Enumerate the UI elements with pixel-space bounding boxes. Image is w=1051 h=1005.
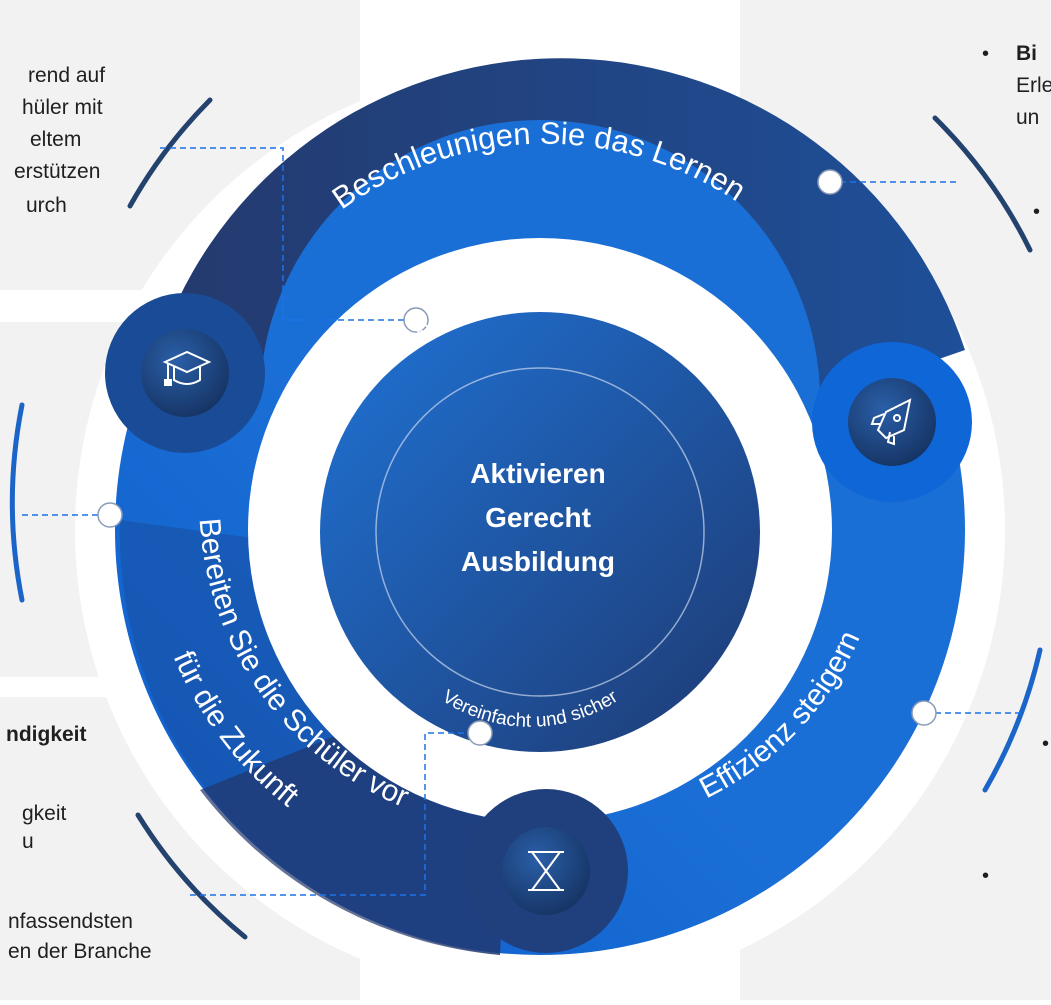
inner-circle	[320, 312, 760, 752]
center-title-line: Aktivieren	[470, 458, 605, 489]
center-title-line: Gerecht	[485, 502, 591, 533]
left-bottom-text-4: en der Branche	[8, 940, 152, 963]
right-icon-badge	[812, 342, 972, 502]
inner-thin-ring	[375, 367, 705, 697]
bottom-icon-badge	[464, 789, 628, 953]
left-bottom-heading: ndigkeit	[6, 723, 87, 746]
right-top-text-2: un	[1016, 106, 1040, 129]
accent-arcs	[9, 97, 1043, 940]
left-bottom-text-1: gkeit	[22, 802, 67, 825]
center-title-line: Ausbildung	[461, 546, 615, 577]
left-bottom-text-3: nfassendsten	[8, 910, 133, 933]
left-top-text-3: eltem	[30, 128, 82, 151]
hourglass-icon	[528, 851, 564, 891]
graduation-cap-icon	[162, 350, 212, 386]
left-top-text-2: hüler mit	[22, 96, 103, 119]
top-segment	[165, 58, 965, 401]
right-top-text-1: Erle	[1016, 74, 1051, 97]
rocket-icon	[870, 398, 912, 446]
right-bottom-bullet-1: •	[1042, 733, 1050, 755]
right-bottom-bullet-2: •	[982, 865, 990, 887]
connector-nodes	[97, 169, 937, 746]
left-icon-badge	[105, 293, 265, 453]
left-top-text-4: erstützen	[14, 160, 101, 183]
left-bottom-text-2: u	[22, 830, 34, 853]
center-title: Aktivieren Gerecht Ausbildung	[461, 458, 615, 577]
right-top-sub-bullet: •	[1033, 201, 1041, 223]
left-top-text-5: urch	[26, 194, 67, 217]
right-top-heading: Bi	[1016, 42, 1037, 65]
leader-lines	[22, 147, 1025, 896]
left-top-text-1: rend auf	[28, 64, 106, 87]
right-top-bullet: •	[982, 43, 990, 65]
